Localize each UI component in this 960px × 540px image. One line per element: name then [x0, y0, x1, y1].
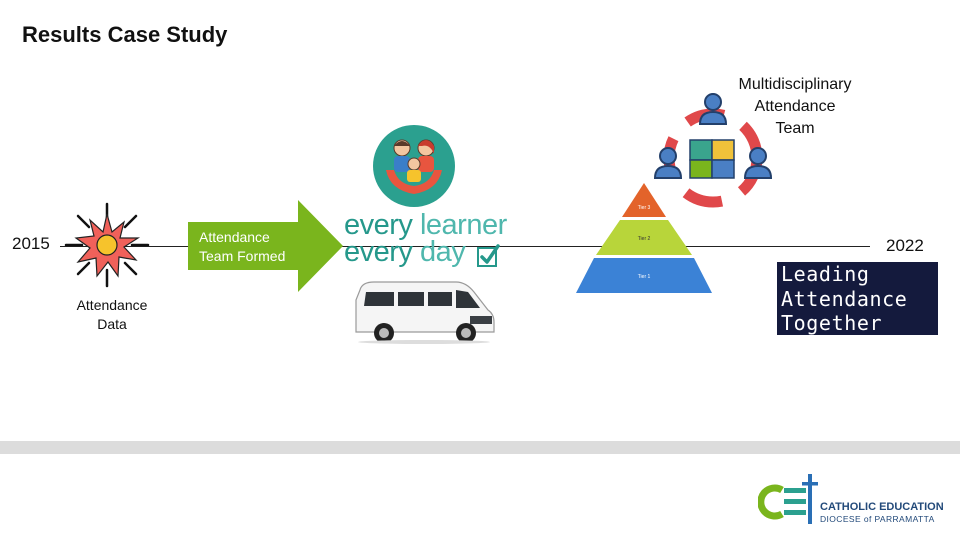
team-label-line2: Attendance	[754, 98, 836, 115]
footer-divider	[0, 441, 960, 454]
pyramid-tier-2	[596, 220, 692, 255]
checkbox-tick-icon	[477, 244, 500, 267]
team-label-line3: Team	[775, 120, 815, 137]
lat-line3: Together	[781, 311, 883, 335]
tier-3-label: Tier 3	[638, 205, 651, 211]
attendance-data-label-line2: Data	[97, 316, 127, 332]
team-label: Multidisciplinary Attendance Team	[718, 74, 872, 140]
elogo-line1-b: learner	[412, 209, 507, 241]
van-icon	[355, 281, 495, 344]
arrow-label-line1: Attendance	[199, 229, 270, 245]
lat-line2: Attendance	[781, 286, 908, 311]
team-label-line1: Multidisciplinary	[738, 76, 852, 93]
team-puzzle-icon	[654, 93, 772, 208]
pyramid-tier-3	[622, 183, 666, 217]
start-year: 2015	[12, 234, 50, 253]
org-name: CATHOLIC EDUCATION	[820, 501, 944, 513]
arrow-label-line2: Team Formed	[199, 248, 286, 264]
elogo-line2-a: every	[344, 236, 413, 268]
catholic-education-logo-icon	[758, 474, 818, 524]
slide-title: Results Case Study	[22, 22, 228, 47]
leading-attendance-together-logo: Leading Attendance Together	[777, 262, 938, 335]
end-year: 2022	[886, 236, 924, 255]
elogo-line1-a: every	[344, 209, 413, 241]
lat-line1: Leading	[781, 262, 870, 286]
tier-2-label: Tier 2	[638, 236, 651, 242]
right-arrow-icon	[188, 200, 343, 292]
attendance-data-label: Attendance Data	[60, 296, 164, 334]
family-hands-icon	[373, 125, 455, 207]
arrow-label: Attendance Team Formed	[199, 228, 309, 266]
elogo-line2-b: day	[412, 236, 466, 268]
pyramid-tier-1	[576, 258, 712, 293]
tier-pyramid: Tier 3 Tier 2 Tier 1	[576, 183, 712, 293]
every-learner-every-day-logo: every learner every day	[344, 209, 507, 268]
org-diocese: DIOCESE of PARRAMATTA	[820, 514, 935, 524]
attendance-data-label-line1: Attendance	[76, 297, 148, 313]
tier-1-label: Tier 1	[638, 274, 651, 280]
starburst-icon	[64, 202, 150, 288]
timeline-line	[60, 246, 870, 247]
